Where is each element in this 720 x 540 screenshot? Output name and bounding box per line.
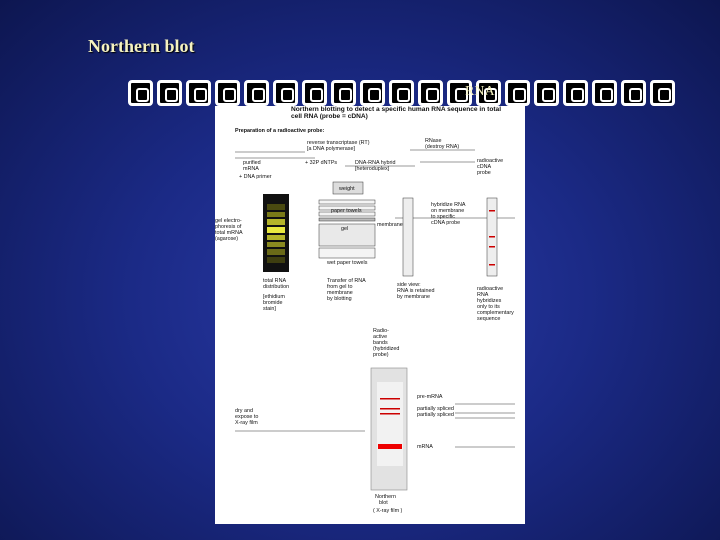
bands-label-5: probe): [373, 352, 389, 358]
missing-glyph-icon: [244, 80, 269, 107]
rnase-label: RNase: [425, 138, 442, 144]
distribution-label: distribution: [263, 284, 290, 290]
paper-towels-label: paper towels: [331, 208, 362, 214]
missing-glyph-icon: [650, 80, 675, 107]
missing-glyph-icon: [360, 80, 385, 107]
figure-graphics: [235, 149, 515, 491]
missing-glyph-icon: [621, 80, 646, 107]
xray-film: [370, 367, 408, 491]
weight-label: weight: [339, 186, 355, 192]
missing-glyph-icon: [157, 80, 182, 107]
partially-spliced-2: partially spliced: [417, 412, 454, 418]
missing-glyph-icon: [389, 80, 414, 107]
total-mrna-label: total mRNA: [215, 230, 243, 236]
rna-label: RNA: [465, 84, 495, 99]
pre-mrna-label: pre-mRNA: [417, 394, 443, 400]
rt-sub-label: [a DNA polymerase]: [307, 146, 355, 152]
probe-label: probe: [477, 170, 491, 176]
dry-label: dry and: [235, 408, 253, 414]
phoresis-label: phoresis of: [215, 224, 242, 230]
missing-glyph-icon: [302, 80, 327, 107]
membrane-by-label: membrane: [327, 290, 353, 296]
missing-glyph-icon: [592, 80, 617, 107]
northern-blot-figure: Northern blotting to detect a specific h…: [215, 106, 525, 524]
missing-glyph-icon: [563, 80, 588, 107]
wet-paper-label: wet paper towels: [327, 260, 368, 266]
bands-label-4: (hybridized: [373, 346, 400, 352]
agarose-label: (agarose): [215, 236, 239, 242]
transfer-label: Transfer of RNA: [327, 278, 366, 284]
stain-label: stain]: [263, 306, 276, 312]
rna-label-fig: RNA: [477, 292, 489, 298]
radioactive-label: radioactive: [477, 158, 504, 164]
side-view-label: side view:: [397, 282, 421, 288]
xray-film-label: ( X-ray film ): [373, 508, 403, 514]
hybridize-label: hybridize RNA: [431, 202, 466, 208]
missing-glyph-icon: [476, 80, 501, 107]
partially-spliced-1: partially spliced: [417, 406, 454, 412]
membrane-bands: [489, 210, 495, 266]
missing-glyph-icon: [418, 80, 443, 107]
rt-label: reverse transcriptase (RT): [307, 140, 370, 146]
sequence-label: sequence: [477, 316, 501, 322]
retained-label: RNA is retained: [397, 288, 435, 294]
on-membrane-label: on membrane: [431, 208, 465, 214]
total-rna-label: total RNA: [263, 278, 287, 284]
complementary-label: complementary: [477, 310, 514, 316]
gel-lane-gradient: [263, 194, 289, 272]
missing-glyph-icon: [331, 80, 356, 107]
missing-glyph-icon: [215, 80, 240, 107]
xray-label: X-ray film: [235, 420, 258, 426]
cdna-probe-label: cDNA probe: [431, 220, 461, 226]
rnase-sub-label: (destroy RNA): [425, 144, 460, 150]
prep-label: Preparation of a radioactive probe:: [235, 128, 325, 134]
blotting-stack: [318, 181, 498, 277]
bands-label-2: active: [373, 334, 388, 340]
expose-label: expose to: [235, 414, 259, 420]
by-blotting-label: by blotting: [327, 296, 352, 302]
membrane-label: membrane: [377, 222, 403, 228]
dntps-label: + 32P dNTPs: [305, 160, 338, 166]
northern-label: Northern: [375, 494, 396, 500]
bands-label-1: Radio-: [373, 328, 389, 334]
mrna-band-label: mRNA: [417, 444, 433, 450]
radio-rna-label: radioactive: [477, 286, 504, 292]
gel-electro-label: gel electro-: [215, 218, 242, 224]
only-to-label: only to its: [477, 304, 500, 310]
missing-glyph-icon: [534, 80, 559, 107]
mrna-label: mRNA: [243, 166, 259, 172]
hybrid-label: DNA-RNA hybrid: [355, 160, 396, 166]
missing-glyph-icon: [273, 80, 298, 107]
from-gel-label: from gel to: [327, 284, 353, 290]
blot-label: blot: [379, 500, 388, 506]
primer-label: + DNA primer: [239, 174, 272, 180]
hybridizes-label: hybridizes: [477, 298, 502, 304]
bands-label-3: bands: [373, 340, 388, 346]
by-membrane-label: by membrane: [397, 294, 430, 300]
missing-glyph-icon: [128, 80, 153, 107]
missing-glyph-icon: [447, 80, 472, 107]
bromide-label: bromide: [263, 300, 283, 306]
slide-title: Northern blot: [88, 36, 195, 56]
ethidium-label: [ethidium: [263, 294, 285, 300]
purified-label: purified: [243, 160, 261, 166]
missing-glyph-icon: [505, 80, 530, 107]
heteroduplex-label: [heteroduplex]: [355, 166, 390, 172]
gel-label: gel: [341, 226, 349, 232]
missing-glyph-icon: [186, 80, 211, 107]
to-specific-label: to specific: [431, 214, 455, 220]
cdna-label: cDNA: [477, 164, 492, 170]
figure-header: Northern blotting to detect a specific h…: [291, 106, 502, 120]
garbled-title-glyphs: [128, 78, 698, 108]
